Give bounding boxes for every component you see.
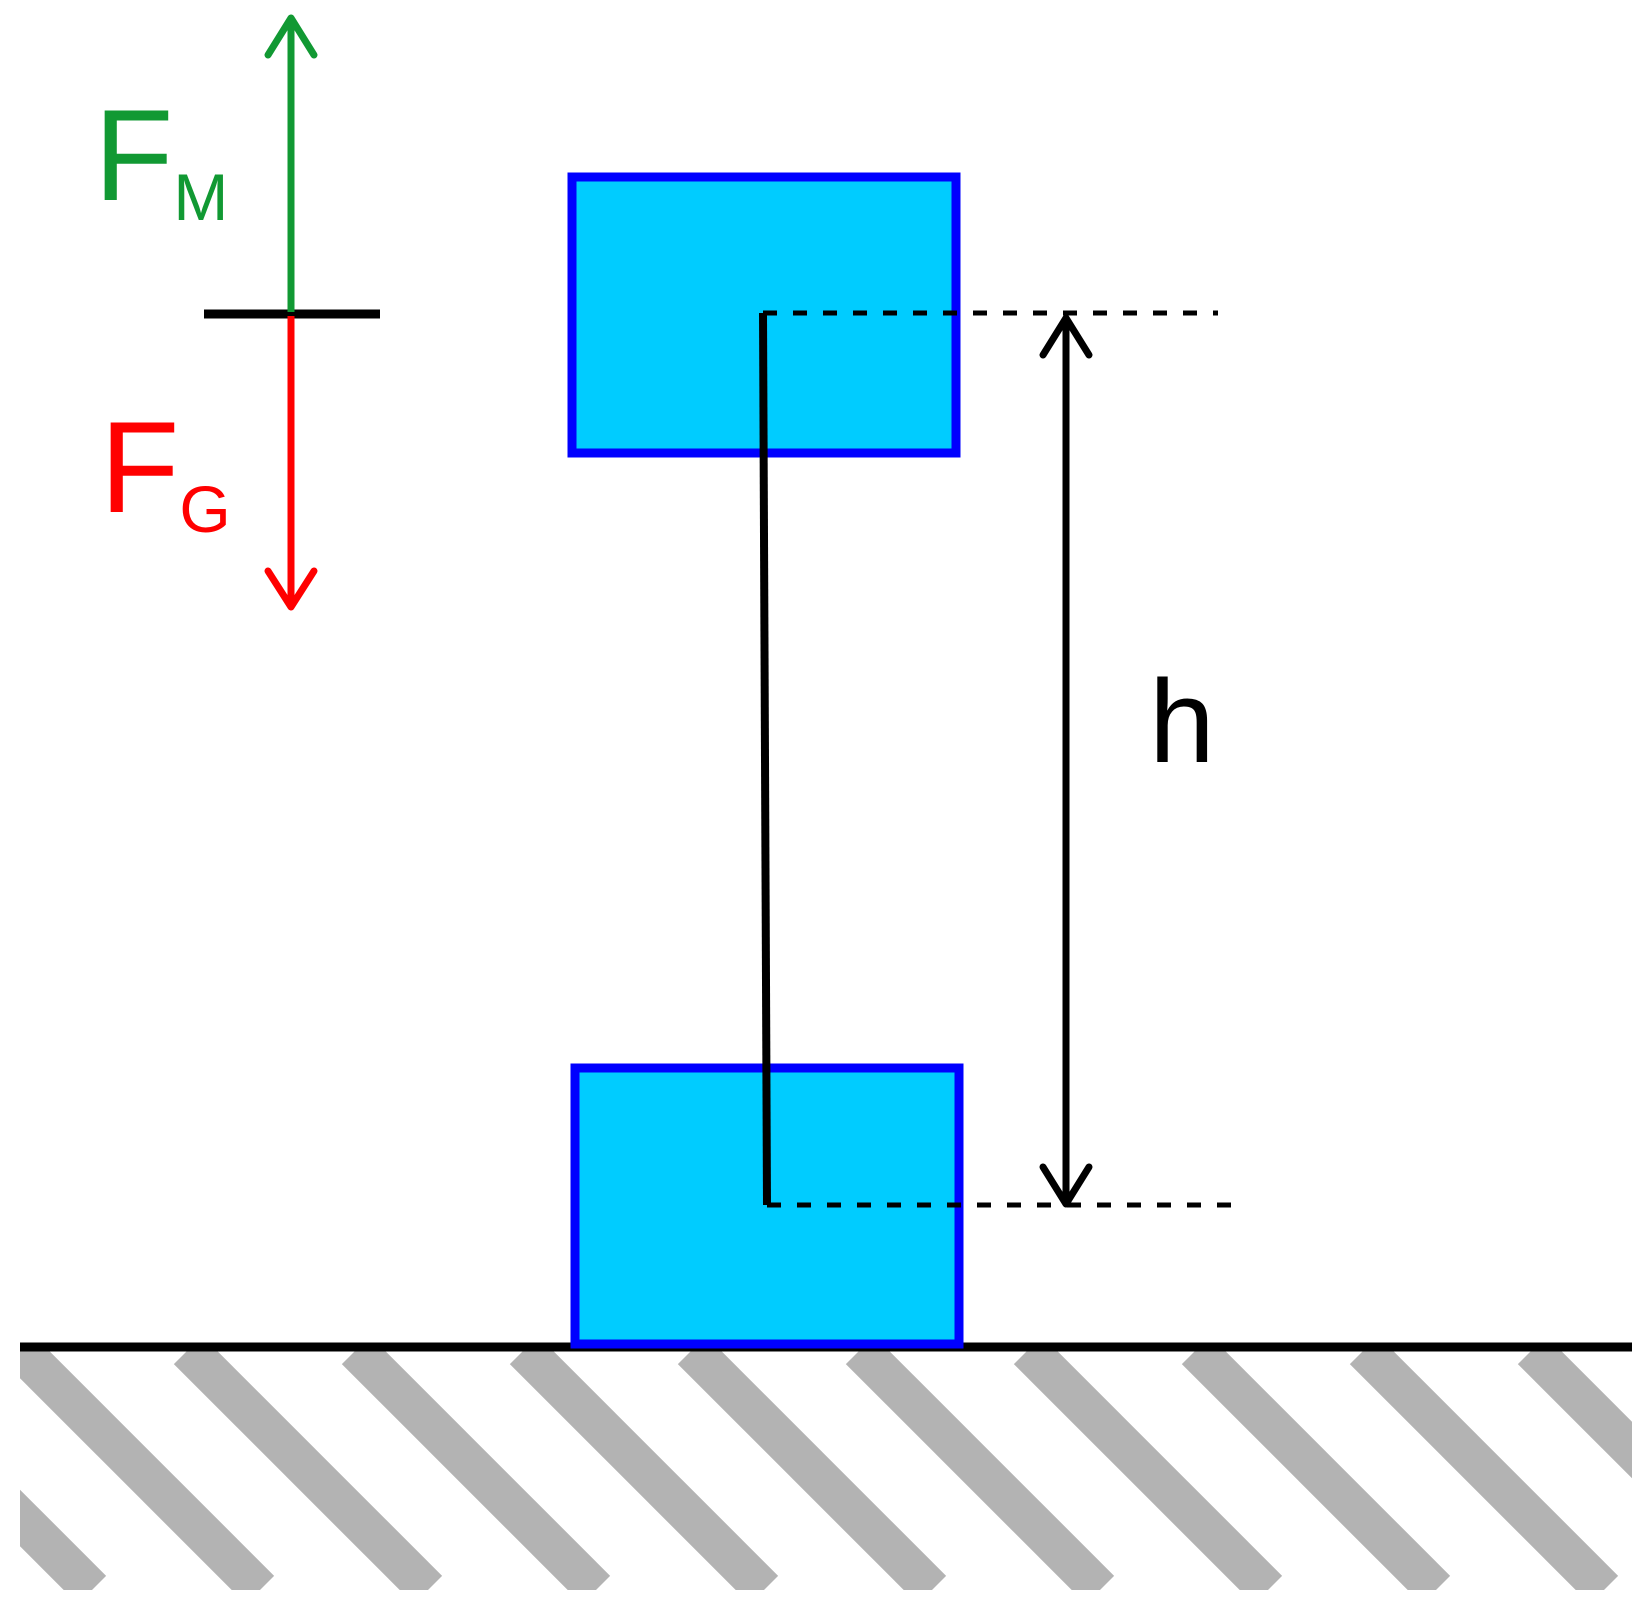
force-up-main: F <box>94 82 173 228</box>
hatch-stripe <box>1349 1350 1619 1590</box>
force-up-label: FM <box>94 82 228 234</box>
hatch-stripe <box>1517 1350 1632 1479</box>
force-down-main: F <box>100 394 179 540</box>
ground-hatching <box>20 1350 1632 1590</box>
center-connector-line <box>759 312 771 1206</box>
hatch-stripe <box>173 1350 443 1590</box>
hatch-stripe <box>845 1350 1115 1590</box>
height-label: h <box>1149 656 1215 788</box>
hatch-stripe <box>1013 1350 1283 1590</box>
hatch-stripe <box>341 1350 611 1590</box>
force-down-label: FG <box>100 394 231 546</box>
force-up-subscript: M <box>173 160 228 234</box>
hatch-stripe <box>1181 1350 1451 1590</box>
arrow-up-icon <box>264 14 318 312</box>
double-arrow-icon <box>1039 314 1093 1208</box>
hatch-stripe <box>677 1350 947 1590</box>
hatch-stripe <box>20 1350 275 1590</box>
arrow-down-icon <box>264 316 318 611</box>
force-down-subscript: G <box>179 472 230 546</box>
hatch-stripe <box>509 1350 779 1590</box>
hatch-stripe <box>20 1489 107 1590</box>
